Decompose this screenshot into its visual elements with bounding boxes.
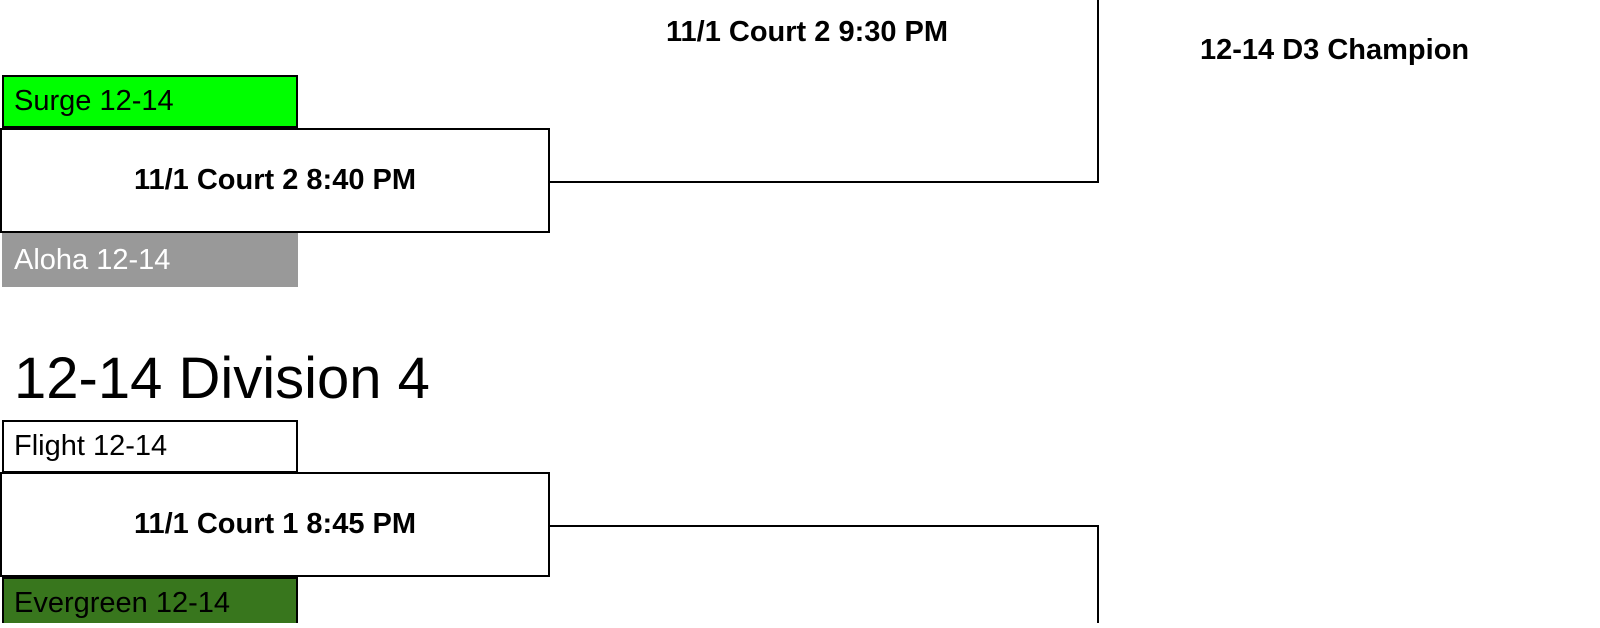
d3-game-box: 11/1 Court 2 8:40 PM — [0, 128, 550, 233]
d4-game-box: 11/1 Court 1 8:45 PM — [0, 472, 550, 577]
d3-champion-label: 12-14 D3 Champion — [1200, 34, 1470, 66]
team-name: Evergreen 12-14 — [14, 587, 231, 619]
d4-title: 12-14 Division 4 — [14, 346, 430, 411]
d4-team-bottom[interactable]: Evergreen 12-14 — [2, 577, 298, 623]
team-name: Surge 12-14 — [14, 85, 174, 117]
d3-team-top[interactable]: Surge 12-14 — [2, 75, 298, 128]
team-name: Flight 12-14 — [14, 430, 168, 462]
d3-bracket-vertical-line — [1097, 0, 1099, 183]
d4-team-top[interactable]: Flight 12-14 — [2, 420, 298, 473]
d4-game-label: 11/1 Court 1 8:45 PM — [133, 508, 417, 540]
d4-bracket-connector-line — [548, 525, 1099, 527]
d3-final-game-label: 11/1 Court 2 9:30 PM — [666, 16, 949, 48]
d3-bracket-connector-line — [548, 181, 1099, 183]
d3-game-label: 11/1 Court 2 8:40 PM — [133, 164, 417, 196]
team-name: Aloha 12-14 — [14, 244, 171, 276]
d3-team-bottom[interactable]: Aloha 12-14 — [2, 233, 298, 287]
d4-bracket-vertical-line — [1097, 525, 1099, 623]
